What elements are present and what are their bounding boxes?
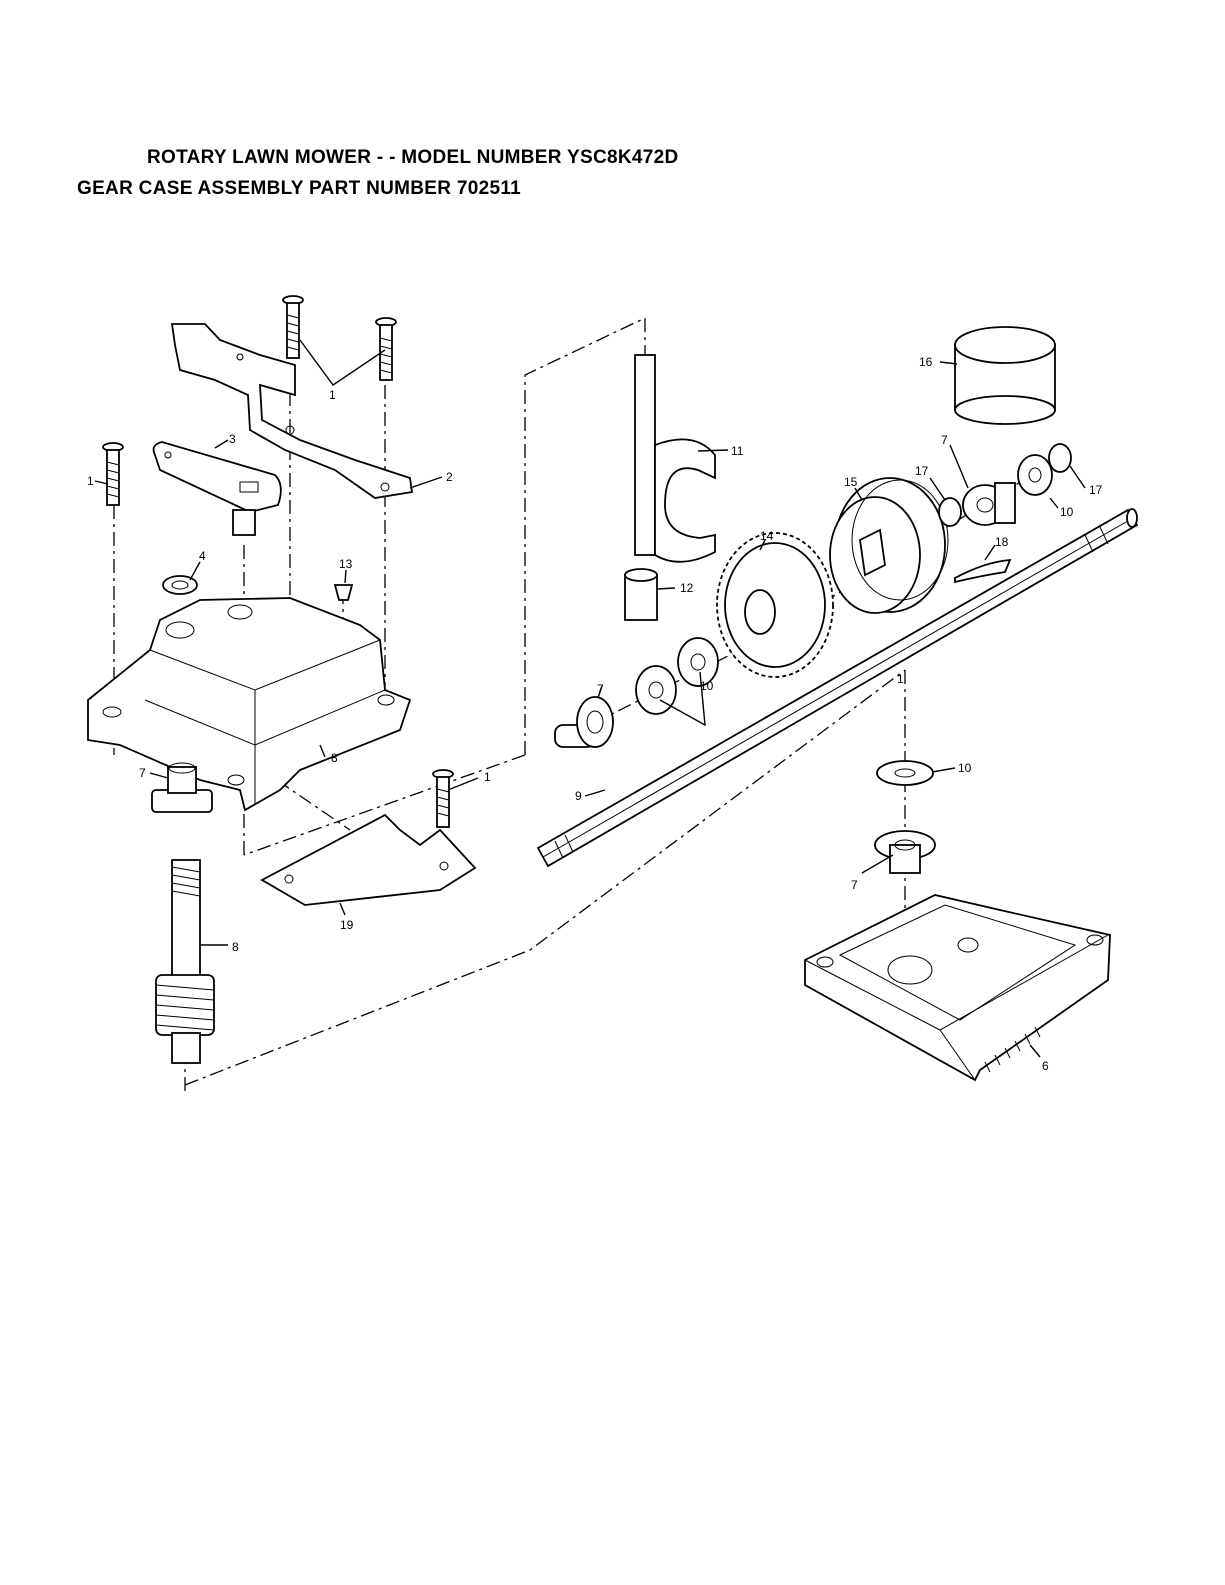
callout-10: 10 xyxy=(958,761,972,775)
callout-17: 17 xyxy=(1089,483,1103,497)
seal-part xyxy=(163,576,197,594)
retaining-ring-part xyxy=(939,498,961,526)
callout-14: 14 xyxy=(760,529,774,543)
callout-7: 7 xyxy=(139,766,146,780)
callout-13: 13 xyxy=(339,557,353,571)
sleeve-part xyxy=(625,569,657,620)
callout-18: 18 xyxy=(995,535,1009,549)
callout-9: 9 xyxy=(575,789,582,803)
screw-part xyxy=(433,770,453,827)
retaining-ring-part xyxy=(1049,444,1071,472)
callout-1: 1 xyxy=(897,672,904,686)
worm-gear-part xyxy=(717,533,833,677)
callout-6: 6 xyxy=(1042,1059,1049,1073)
lever-part xyxy=(154,442,281,535)
callout-7: 7 xyxy=(941,433,948,447)
callout-16: 16 xyxy=(919,355,933,369)
callout-12: 12 xyxy=(680,581,694,595)
gear-case-cover-part xyxy=(88,598,410,810)
washer-part xyxy=(877,761,933,785)
bushing-part xyxy=(555,697,613,747)
washer-part xyxy=(636,666,676,714)
clutch-pulley-part xyxy=(830,478,948,613)
callout-1: 1 xyxy=(87,474,94,488)
callout-10: 10 xyxy=(700,679,714,693)
callout-8: 8 xyxy=(331,751,338,765)
callout-8: 8 xyxy=(232,940,239,954)
callout-10: 10 xyxy=(1060,505,1074,519)
callout-2: 2 xyxy=(446,470,453,484)
callout-19: 19 xyxy=(340,918,354,932)
key-part xyxy=(955,560,1010,582)
gear-case-housing-part xyxy=(805,895,1110,1080)
callout-1: 1 xyxy=(484,770,491,784)
plug-part xyxy=(335,585,352,600)
callout-4: 4 xyxy=(199,549,206,563)
washer-part xyxy=(1018,455,1052,495)
callout-3: 3 xyxy=(229,432,236,446)
callout-15: 15 xyxy=(844,475,858,489)
callout-7: 7 xyxy=(597,682,604,696)
screw-part xyxy=(283,296,303,358)
shift-fork-part xyxy=(635,355,715,562)
bushing-part xyxy=(963,483,1015,525)
screw-part xyxy=(103,443,123,505)
callout-11: 11 xyxy=(731,444,744,458)
callout-7: 7 xyxy=(851,878,858,892)
screw-part xyxy=(376,318,396,380)
ring-part xyxy=(955,327,1055,424)
bushing-part xyxy=(875,831,935,873)
worm-shaft-part xyxy=(156,860,214,1063)
callout-17: 17 xyxy=(915,464,929,478)
callout-1: 1 xyxy=(329,388,336,402)
gasket-part xyxy=(262,815,475,905)
